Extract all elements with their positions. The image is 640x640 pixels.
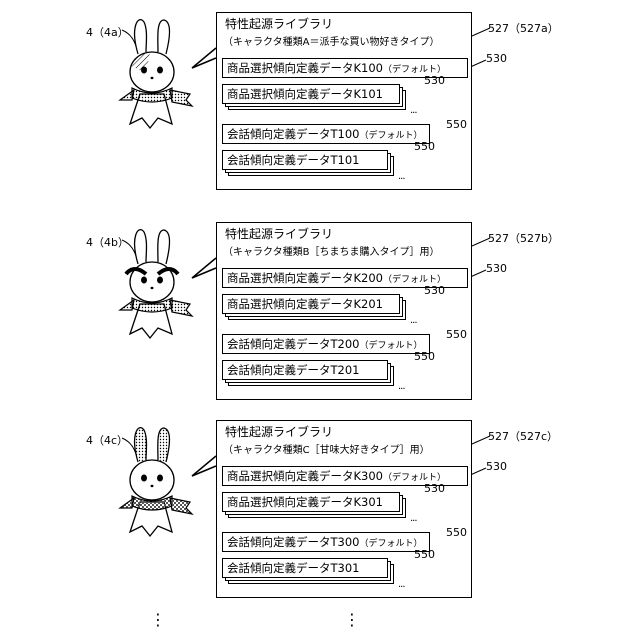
character-label-c: 4（4c）: [86, 432, 128, 448]
talk-other-ref-b: 550: [414, 350, 435, 363]
talk-default-box-a: 会話傾向定義データT100（デフォルト）: [222, 124, 430, 144]
right-eye: [157, 67, 163, 74]
character-a: [120, 20, 216, 128]
right-eye: [157, 475, 163, 482]
product-other-box-c: 商品選択傾向定義データK301: [222, 492, 400, 512]
speech-tail: [192, 258, 216, 278]
right-ear: [158, 428, 170, 462]
character-label-b: 4（4b）: [86, 234, 129, 250]
data-name-text: 会話傾向定義データT101: [227, 153, 359, 167]
talk-default-box-c: 会話傾向定義データT300（デフォルト）: [222, 532, 430, 552]
left-ear: [135, 428, 147, 462]
product-other-ref-b: 530: [424, 284, 445, 297]
talk-default-ref-a: 550: [446, 118, 467, 131]
continuation-mark: ⋮: [344, 610, 360, 629]
library-title: 特性起源ライブラリ: [225, 423, 333, 440]
nose: [151, 287, 154, 289]
data-name-text: 商品選択傾向定義データK100: [227, 61, 383, 75]
product-other-ellipsis-a: ...: [410, 106, 417, 116]
scarf-knot: [120, 300, 134, 310]
product-default-ref-c: 530: [486, 460, 507, 473]
continuation-mark: ⋮: [150, 610, 166, 629]
data-name-text: 商品選択傾向定義データK200: [227, 271, 383, 285]
left-ear: [135, 230, 147, 264]
talk-other-box-b: 会話傾向定義データT201: [222, 360, 388, 380]
data-name-text: 会話傾向定義データT201: [227, 363, 359, 377]
data-name-text: 商品選択傾向定義データK301: [227, 495, 383, 509]
library-subtitle: （キャラクタ種類A＝派手な買い物好きタイプ）: [223, 33, 439, 48]
data-name-text: 会話傾向定義データT301: [227, 561, 359, 575]
talk-other-ellipsis-a: ...: [398, 172, 405, 182]
character-c: [120, 428, 216, 536]
talk-other-box-a: 会話傾向定義データT101: [222, 150, 388, 170]
product-other-box-a: 商品選択傾向定義データK101: [222, 84, 400, 104]
data-name-text: 商品選択傾向定義データK201: [227, 297, 383, 311]
data-name-text: 会話傾向定義データT200: [227, 337, 359, 351]
left-eye: [141, 67, 147, 74]
character-b: [120, 230, 216, 338]
scarf-knot: [120, 90, 134, 100]
speech-tail: [192, 456, 216, 476]
talk-default-ref-c: 550: [446, 526, 467, 539]
scarf-tail: [170, 498, 192, 514]
product-default-ref-b: 530: [486, 262, 507, 275]
left-eye: [141, 277, 147, 284]
scarf-tail: [170, 300, 192, 316]
product-default-ref-a: 530: [486, 52, 507, 65]
speech-tail: [192, 48, 216, 68]
scarf-knot: [120, 498, 134, 508]
product-other-ellipsis-c: ...: [410, 514, 417, 524]
product-other-box-b: 商品選択傾向定義データK201: [222, 294, 400, 314]
character-label-a: 4（4a）: [86, 24, 129, 40]
left-eye: [141, 475, 147, 482]
talk-default-box-b: 会話傾向定義データT200（デフォルト）: [222, 334, 430, 354]
library-title: 特性起源ライブラリ: [225, 15, 333, 32]
library-subtitle: （キャラクタ種類B［ちまちま購入タイプ］用）: [223, 243, 439, 258]
library-title: 特性起源ライブラリ: [225, 225, 333, 242]
library-subtitle: （キャラクタ種類C［甘味大好きタイプ］用）: [223, 441, 430, 456]
nose: [151, 77, 154, 79]
right-eye: [157, 277, 163, 284]
data-name-text: 商品選択傾向定義データK101: [227, 87, 383, 101]
product-other-ref-c: 530: [424, 482, 445, 495]
talk-other-ref-a: 550: [414, 140, 435, 153]
talk-other-box-c: 会話傾向定義データT301: [222, 558, 388, 578]
head: [130, 460, 174, 500]
nose: [151, 485, 154, 487]
talk-other-ellipsis-b: ...: [398, 382, 405, 392]
data-name-text: 商品選択傾向定義データK300: [227, 469, 383, 483]
right-ear: [158, 230, 170, 264]
product-other-ellipsis-b: ...: [410, 316, 417, 326]
library-ref-b: 527（527b）: [488, 230, 559, 246]
data-name-text: 会話傾向定義データT300: [227, 535, 359, 549]
head: [130, 52, 174, 92]
library-ref-c: 527（527c）: [488, 428, 558, 444]
right-ear: [158, 20, 170, 54]
library-ref-a: 527（527a）: [488, 20, 559, 36]
scarf-tail: [170, 90, 192, 106]
talk-other-ellipsis-c: ...: [398, 580, 405, 590]
talk-default-ref-b: 550: [446, 328, 467, 341]
talk-other-ref-c: 550: [414, 548, 435, 561]
left-ear: [135, 20, 147, 54]
data-name-text: 会話傾向定義データT100: [227, 127, 359, 141]
product-other-ref-a: 530: [424, 74, 445, 87]
